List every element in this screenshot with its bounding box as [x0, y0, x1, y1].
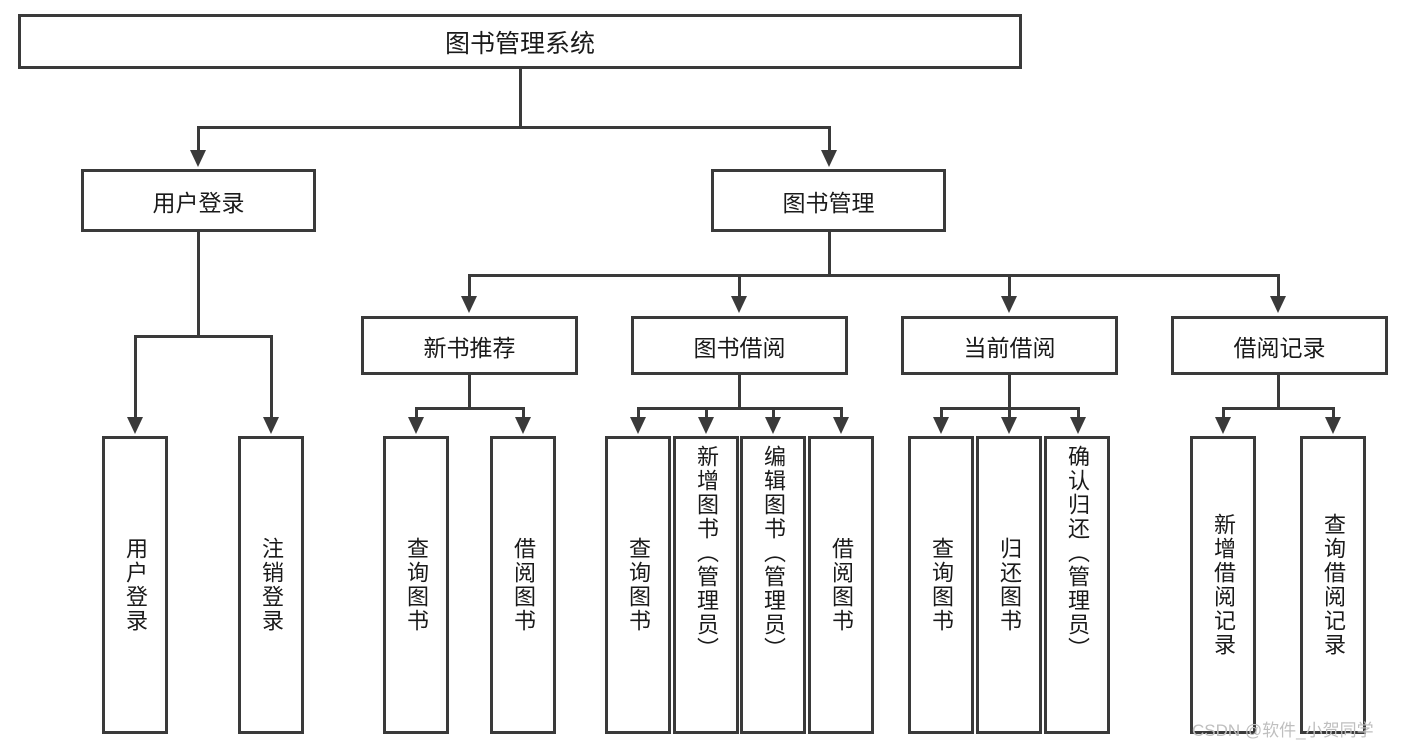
- node-label: 借阅图书: [829, 537, 854, 633]
- node-label: 新书推荐: [423, 334, 516, 361]
- edge-book-borrow-to-leaf-2: [705, 407, 708, 419]
- arrow-current-borrow-to-leaf-3: [1070, 417, 1086, 434]
- edge-book-management-bus: [468, 274, 1280, 277]
- arrow-new-book-to-leaf-2: [515, 417, 531, 434]
- edge-current-borrow-to-leaf-3: [1077, 407, 1080, 419]
- edge-user-login-to-leaf-2: [270, 335, 273, 419]
- edge-borrow-record-stem: [1277, 375, 1280, 409]
- edge-user-login-bus: [134, 335, 273, 338]
- node-user-login[interactable]: 用户登录: [81, 169, 316, 232]
- arrow-bm-to-borrow-record: [1270, 296, 1286, 313]
- edge-user-login-stem: [197, 232, 200, 335]
- edge-root-to-book-management: [828, 126, 831, 152]
- edge-book-borrow-bus: [637, 407, 843, 410]
- leaf-borrow-record-query-record[interactable]: 查询借阅记录: [1300, 436, 1366, 734]
- arrow-book-borrow-to-leaf-3: [765, 417, 781, 434]
- node-label: 当前借阅: [963, 334, 1056, 361]
- edge-current-borrow-to-leaf-2: [1008, 407, 1011, 419]
- node-label: 新增图书（管理员）: [694, 445, 719, 661]
- arrow-book-borrow-to-leaf-4: [833, 417, 849, 434]
- leaf-current-borrow-query-book[interactable]: 查询图书: [908, 436, 974, 734]
- edge-new-book-to-leaf-2: [522, 407, 525, 419]
- arrow-user-login-to-leaf-1: [127, 417, 143, 434]
- edge-root-stem: [519, 69, 522, 126]
- leaf-book-borrow-edit-book-admin[interactable]: 编辑图书（管理员）: [740, 436, 806, 734]
- arrow-user-login-to-leaf-2: [263, 417, 279, 434]
- node-label: 借阅图书: [511, 537, 536, 633]
- edge-bm-to-borrow-record: [1277, 274, 1280, 298]
- edge-bm-to-current-borrow: [1008, 274, 1011, 298]
- leaf-current-borrow-return-book[interactable]: 归还图书: [976, 436, 1042, 734]
- node-label: 查询图书: [626, 537, 651, 633]
- node-new-book-recommend[interactable]: 新书推荐: [361, 316, 578, 375]
- node-book-borrow[interactable]: 图书借阅: [631, 316, 848, 375]
- node-book-management[interactable]: 图书管理: [711, 169, 946, 232]
- edge-new-book-to-leaf-1: [415, 407, 418, 419]
- arrow-current-borrow-to-leaf-2: [1001, 417, 1017, 434]
- edge-new-book-bus: [415, 407, 525, 410]
- edge-new-book-stem: [468, 375, 471, 409]
- edge-root-bus: [197, 126, 831, 129]
- node-label: 归还图书: [997, 537, 1022, 633]
- edge-bm-to-book-borrow: [738, 274, 741, 298]
- node-label: 编辑图书（管理员）: [761, 445, 786, 661]
- node-label: 确认归还（管理员）: [1065, 445, 1090, 661]
- node-label: 图书管理系统: [444, 29, 595, 58]
- edge-current-borrow-stem: [1008, 375, 1011, 409]
- node-label: 查询图书: [404, 537, 429, 633]
- arrow-bm-to-new-book: [461, 296, 477, 313]
- edge-current-borrow-to-leaf-1: [940, 407, 943, 419]
- node-label: 查询借阅记录: [1321, 513, 1346, 657]
- edge-borrow-record-to-leaf-2: [1332, 407, 1335, 419]
- arrow-book-borrow-to-leaf-1: [630, 417, 646, 434]
- edge-borrow-record-to-leaf-1: [1222, 407, 1225, 419]
- arrow-current-borrow-to-leaf-1: [933, 417, 949, 434]
- leaf-new-book-borrow-book[interactable]: 借阅图书: [490, 436, 556, 734]
- edge-book-borrow-to-leaf-4: [840, 407, 843, 419]
- leaf-user-login-logout[interactable]: 注销登录: [238, 436, 304, 734]
- edge-book-borrow-stem: [738, 375, 741, 409]
- edge-borrow-record-bus: [1222, 407, 1335, 410]
- node-label: 图书借阅: [693, 334, 786, 361]
- edge-book-borrow-to-leaf-1: [637, 407, 640, 419]
- node-current-borrow[interactable]: 当前借阅: [901, 316, 1118, 375]
- node-label: 用户登录: [152, 189, 245, 216]
- node-root-book-management-system[interactable]: 图书管理系统: [18, 14, 1022, 69]
- leaf-borrow-record-add-record[interactable]: 新增借阅记录: [1190, 436, 1256, 734]
- leaf-user-login-user-login[interactable]: 用户登录: [102, 436, 168, 734]
- node-label: 新增借阅记录: [1211, 513, 1236, 657]
- arrow-bm-to-current-borrow: [1001, 296, 1017, 313]
- arrow-root-to-book-management: [821, 150, 837, 167]
- edge-user-login-to-leaf-1: [134, 335, 137, 419]
- node-borrow-record[interactable]: 借阅记录: [1171, 316, 1388, 375]
- leaf-new-book-query-book[interactable]: 查询图书: [383, 436, 449, 734]
- leaf-current-borrow-confirm-return-admin[interactable]: 确认归还（管理员）: [1044, 436, 1110, 734]
- arrow-new-book-to-leaf-1: [408, 417, 424, 434]
- arrow-root-to-user-login: [190, 150, 206, 167]
- node-label: 查询图书: [929, 537, 954, 633]
- arrow-bm-to-book-borrow: [731, 296, 747, 313]
- node-label: 图书管理: [782, 189, 875, 216]
- edge-book-borrow-to-leaf-3: [772, 407, 775, 419]
- node-label: 用户登录: [123, 537, 148, 633]
- arrow-borrow-record-to-leaf-2: [1325, 417, 1341, 434]
- node-label: 借阅记录: [1233, 334, 1326, 361]
- arrow-borrow-record-to-leaf-1: [1215, 417, 1231, 434]
- node-label: 注销登录: [259, 537, 284, 633]
- edge-bm-to-new-book: [468, 274, 471, 298]
- arrow-book-borrow-to-leaf-2: [698, 417, 714, 434]
- leaf-book-borrow-borrow-book[interactable]: 借阅图书: [808, 436, 874, 734]
- leaf-book-borrow-query-book[interactable]: 查询图书: [605, 436, 671, 734]
- edge-book-management-stem: [828, 232, 831, 276]
- leaf-book-borrow-add-book-admin[interactable]: 新增图书（管理员）: [673, 436, 739, 734]
- csdn-watermark: CSDN @软件_小贺同学: [1192, 721, 1374, 740]
- edge-root-to-user-login: [197, 126, 200, 152]
